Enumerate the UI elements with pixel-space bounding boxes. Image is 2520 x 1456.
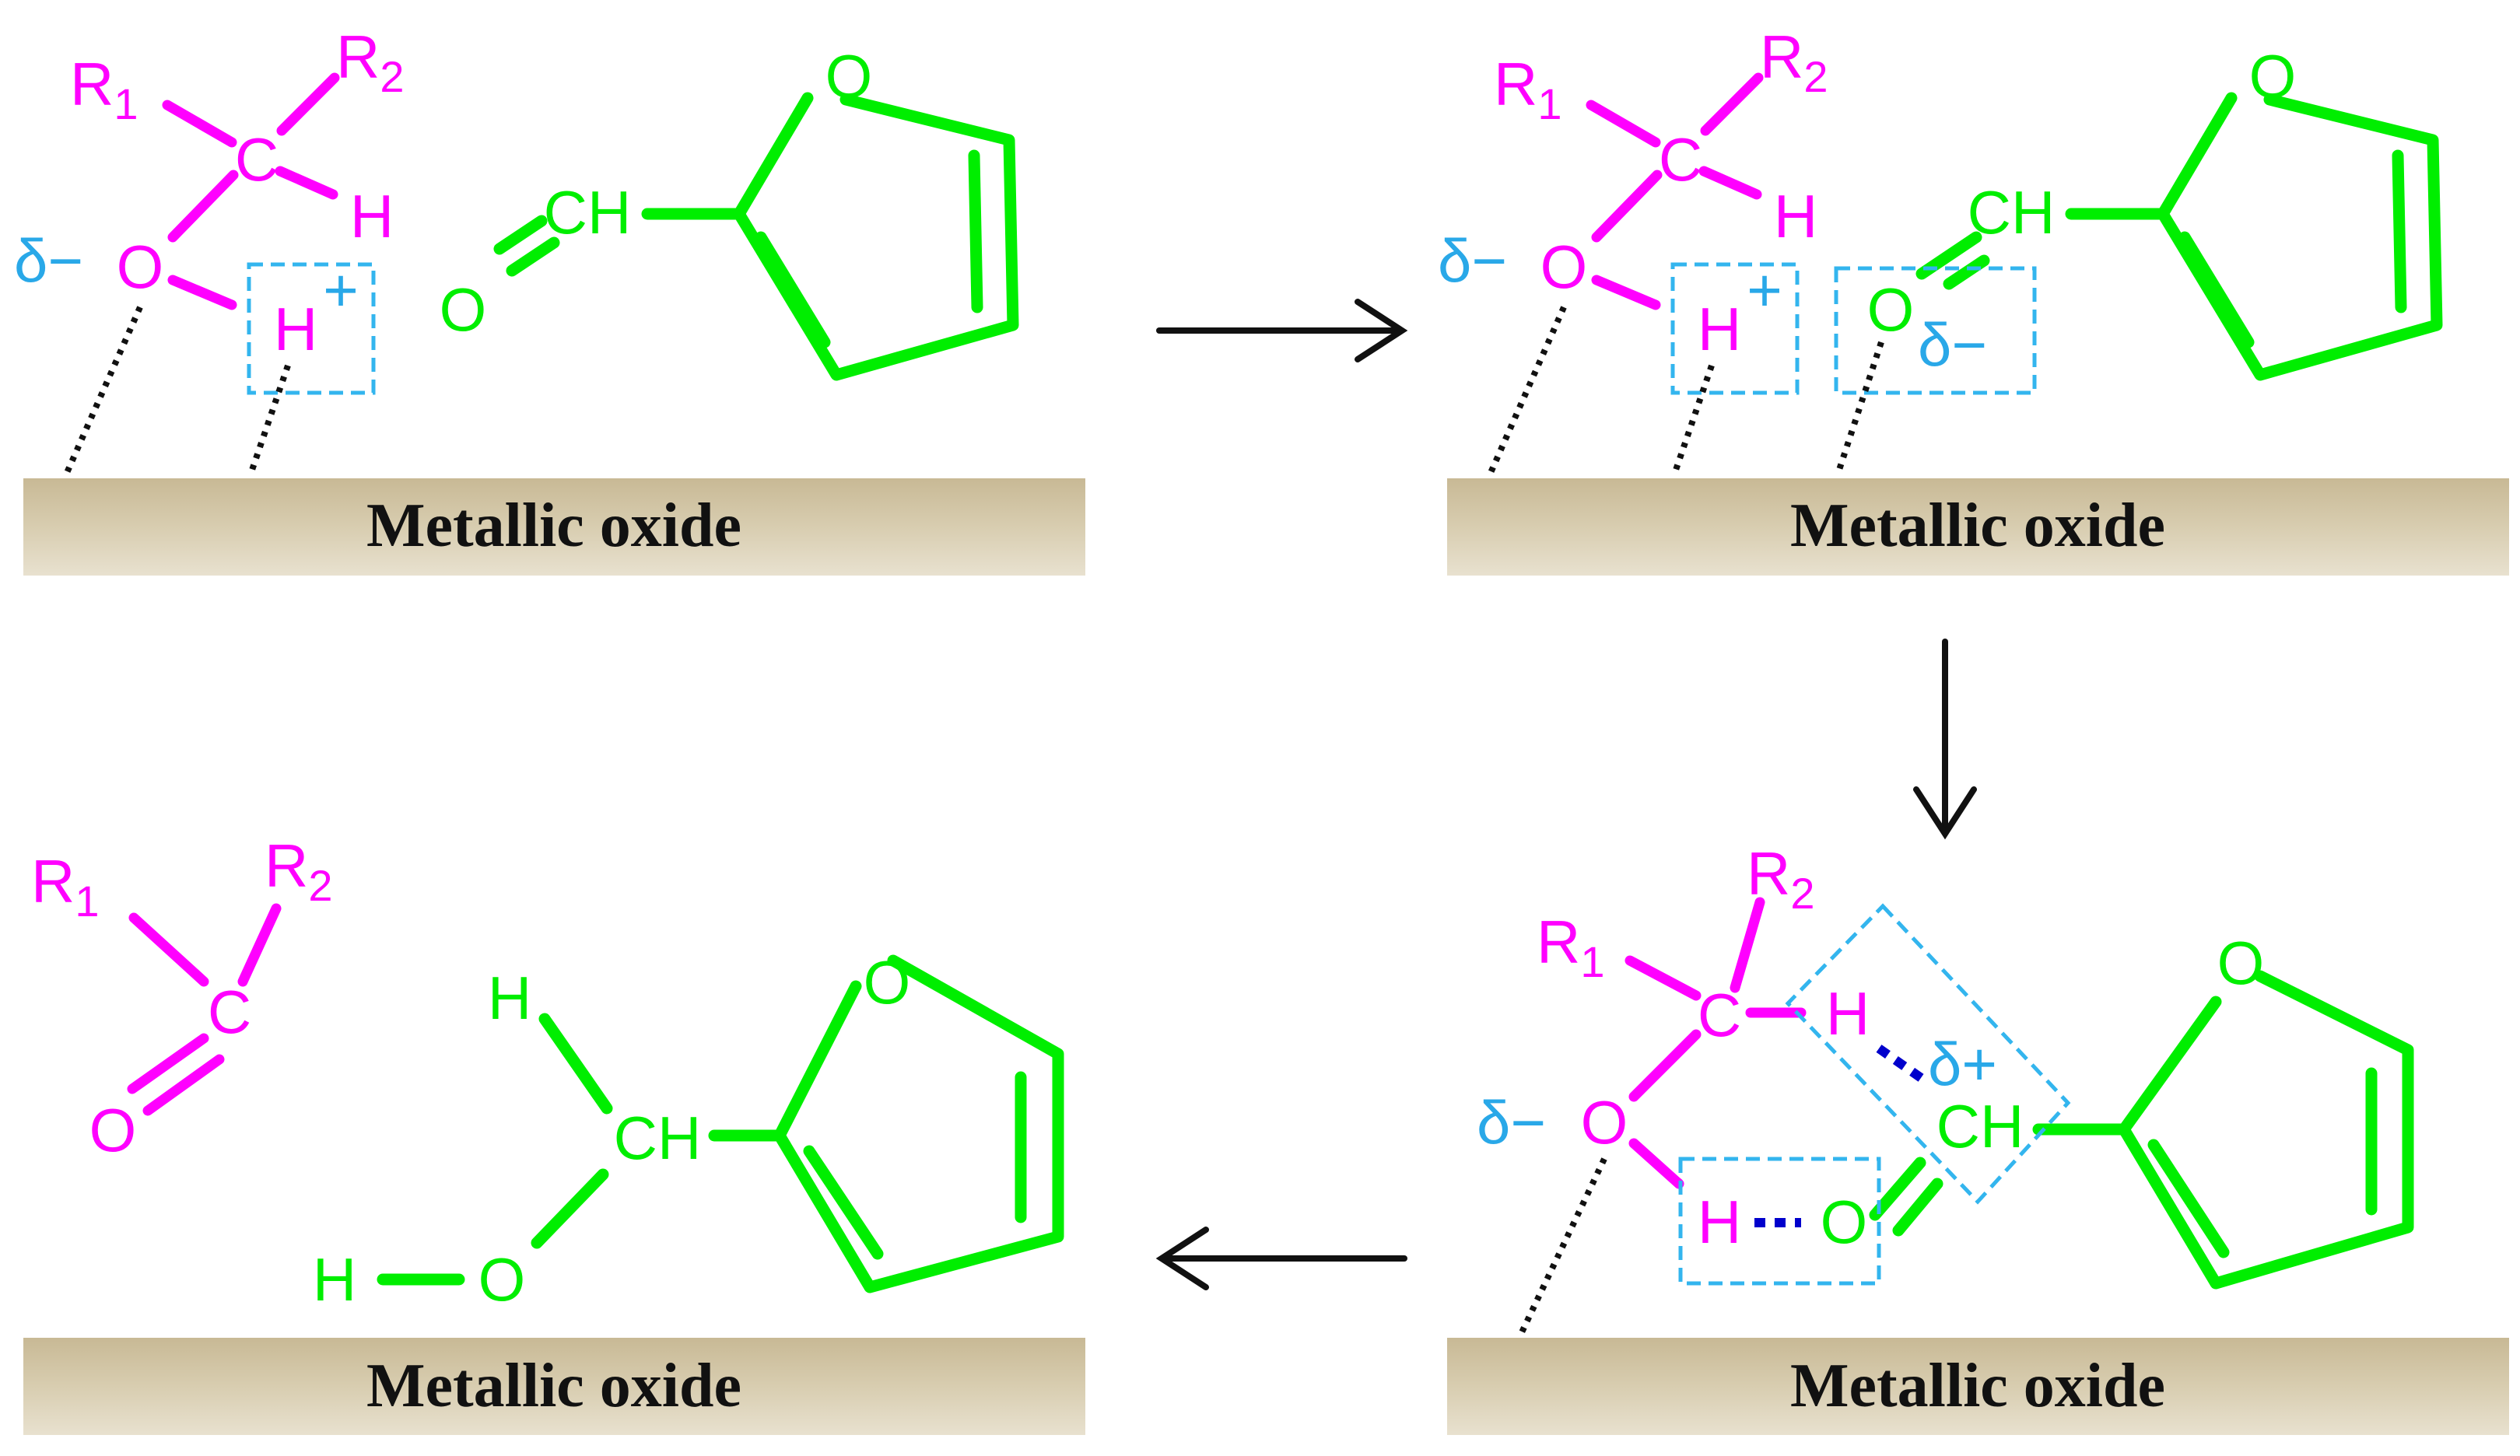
transition-state-box: [1785, 903, 2071, 1205]
atom-oxygen: O: [117, 233, 164, 301]
charge-delta-minus: δ−: [1918, 310, 1987, 379]
proton-highlight-box: [247, 262, 376, 395]
surface-interaction: [1835, 341, 1884, 476]
metal-oxide-surface: [1447, 1338, 2509, 1435]
svg-text:R2: R2: [1747, 839, 1815, 918]
furfural-molecule: O CH O δ−: [1867, 42, 2443, 381]
atom-carbon: C: [208, 978, 251, 1046]
atom-oxygen: O: [89, 1096, 137, 1164]
surface-label: Metallic oxide: [366, 492, 741, 560]
atom-r2: R: [1760, 23, 1803, 91]
atom-hydrogen: H: [350, 182, 394, 250]
charge-delta-minus: δ−: [1438, 226, 1507, 295]
arrow-step-3-to-4: [1155, 1227, 1407, 1290]
atom-oxygen: O: [1540, 233, 1588, 301]
atom-oxygen: O: [1581, 1088, 1628, 1157]
surface-interaction: [63, 306, 143, 476]
surface-label: Metallic oxide: [1790, 492, 2165, 560]
carbonyl-ch: CH: [1936, 1092, 2024, 1160]
atom-r2: R: [336, 23, 380, 91]
panel-step-2: Metallic oxide R1 R2 C H O δ− H +: [1438, 23, 2509, 576]
atom-r1: R: [1537, 908, 1580, 976]
atom-hydrogen: H: [1774, 182, 1817, 250]
furfuryl-alcohol-product: O CH H O H: [313, 948, 1064, 1314]
surface-interaction: [1671, 364, 1715, 476]
arrow-step-1-to-2: [1156, 299, 1408, 362]
surface-label: Metallic oxide: [1790, 1352, 2165, 1420]
furan-oxygen: O: [825, 42, 873, 110]
furfural-molecule: O CH O δ+: [1821, 929, 2414, 1290]
proton-charge: +: [323, 256, 359, 324]
proton-transfer-box: [1678, 1157, 1881, 1286]
aldehyde-ch: CH: [544, 178, 632, 247]
carbinol-hydrogen: H: [488, 964, 531, 1032]
arrow-step-2-to-3: [1913, 639, 1977, 840]
metal-oxide-surface: [23, 478, 1085, 576]
furan-oxygen: O: [2249, 42, 2297, 110]
alcohol-molecule: R1 R2 C H O δ− H: [1477, 839, 1870, 1256]
atom-hydride: H: [1826, 979, 1870, 1048]
charge-delta-minus: δ−: [1477, 1088, 1546, 1157]
proton-charge: +: [1747, 256, 1782, 324]
carbonyl-oxygen: O: [1821, 1188, 1868, 1256]
atom-carbon: C: [1698, 981, 1741, 1049]
atom-r2: R: [1747, 839, 1790, 908]
charge-delta-plus: δ+: [1928, 1030, 1997, 1098]
svg-text:R1: R1: [70, 50, 138, 128]
panel-step-4: Metallic oxide R1 R2 C O O CH H O H: [23, 831, 1085, 1435]
panel-step-3: Metallic oxide R1 R2 C H O δ− H O: [1447, 839, 2509, 1435]
metal-oxide-surface: [23, 1338, 1085, 1435]
atom-r1: R: [70, 50, 114, 118]
aldehyde-oxygen: O: [1867, 275, 1915, 344]
svg-text:R1: R1: [31, 847, 100, 926]
hydroxyl-hydrogen: H: [313, 1245, 356, 1314]
svg-text:R2: R2: [1760, 23, 1828, 101]
furan-oxygen: O: [864, 948, 911, 1017]
charge-delta-minus: δ−: [14, 226, 83, 295]
panel-step-1: Metallic oxide R1 R2 C H O δ− H +: [14, 23, 1085, 576]
alcohol-molecule: R1 R2 C H O δ− H +: [1438, 23, 1828, 363]
aldehyde-ch: CH: [1968, 178, 2056, 247]
ketone-product: R1 R2 C O: [31, 831, 333, 1164]
atom-r1: R: [31, 847, 75, 915]
surface-interaction: [1518, 1157, 1607, 1335]
surface-label: Metallic oxide: [366, 1352, 741, 1420]
hydride-transfer-bond: [1876, 1045, 1929, 1085]
svg-text:R1: R1: [1494, 50, 1562, 128]
atom-r1: R: [1494, 50, 1537, 118]
hydroxyl-oxygen: O: [478, 1245, 526, 1314]
aldehyde-oxygen: O: [440, 275, 487, 344]
atom-proton: H: [274, 295, 317, 363]
svg-text:R2: R2: [336, 23, 405, 101]
proton-highlight-box: [1670, 262, 1800, 395]
furan-oxygen: O: [2217, 929, 2265, 997]
svg-text:R1: R1: [1537, 908, 1605, 986]
alcohol-molecule: R1 R2 C H O δ− H +: [14, 23, 405, 363]
atom-carbon: C: [235, 125, 279, 194]
surface-interaction: [247, 364, 291, 476]
atom-r2: R: [265, 831, 308, 900]
furfural-molecule: O CH O: [440, 42, 1019, 381]
metal-oxide-surface: [1447, 478, 2509, 576]
svg-text:R2: R2: [265, 831, 333, 910]
carbinol-ch: CH: [614, 1104, 702, 1172]
atom-proton: H: [1698, 1188, 1741, 1256]
surface-interaction: [1487, 306, 1567, 476]
atom-carbon: C: [1659, 125, 1702, 194]
atom-proton: H: [1698, 295, 1741, 363]
carbonyl-highlight-box: [1834, 266, 2037, 395]
